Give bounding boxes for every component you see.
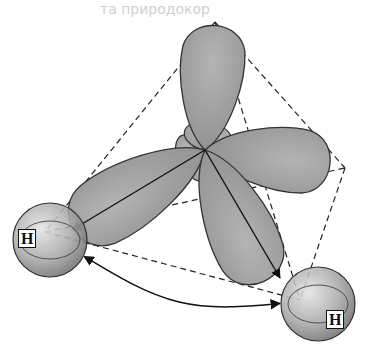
hydrogen-atom: H [12,202,88,278]
hydrogen-atom: H [280,266,356,342]
atom-symbol: H [18,229,36,248]
atom-sphere-shape [281,267,355,341]
tetrahedron-edges [45,22,345,300]
hybrid-lobes [56,23,334,295]
watermark: та природокор [100,1,210,17]
bond-arrows [72,150,280,278]
atom-sphere [280,266,356,342]
atom-sphere-shape [13,203,87,277]
bond-angle-arc [84,256,280,306]
atom-symbol: H [326,310,344,329]
